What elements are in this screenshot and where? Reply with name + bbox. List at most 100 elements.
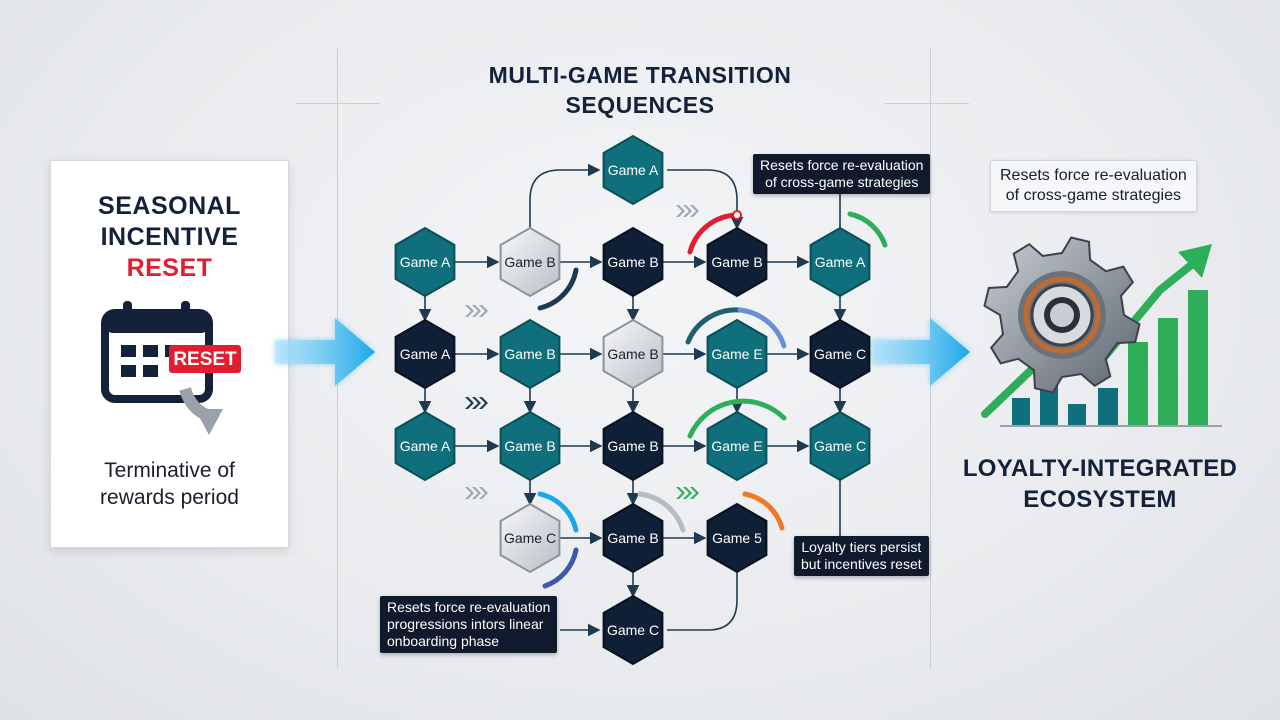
game-node: Game C bbox=[602, 594, 664, 666]
node-label: Game 5 bbox=[712, 530, 762, 546]
entry-arrow bbox=[275, 318, 375, 386]
game-node: Game C bbox=[809, 410, 871, 482]
chevron-icon bbox=[676, 205, 699, 217]
callout-top-line1: Resets force re-evaluation bbox=[760, 157, 924, 173]
node-hexagon bbox=[394, 318, 456, 390]
callout-top-line2: of cross-game strategies bbox=[765, 174, 919, 190]
diagram-title: MULTI-GAME TRANSITION SEQUENCES bbox=[420, 60, 860, 120]
node-hexagon bbox=[499, 502, 561, 574]
arc-navy-b1 bbox=[537, 267, 579, 311]
callout-bottom-left-line1: Resets force re-evaluation bbox=[387, 599, 551, 615]
right-panel-note-line1: Resets force re-evaluation bbox=[1000, 167, 1187, 184]
ecosystem-title: LOYALTY-INTEGRATED ECOSYSTEM bbox=[935, 453, 1265, 515]
game-node: Game B bbox=[602, 502, 664, 574]
arc-green-e2 bbox=[687, 398, 787, 439]
node-hexagon bbox=[809, 226, 871, 298]
gear-icon bbox=[983, 236, 1141, 394]
game-node: Game A bbox=[394, 318, 456, 390]
card-title-line1: SEASONAL bbox=[98, 192, 241, 220]
game-node: Game C bbox=[499, 502, 561, 574]
diagram-title-line1: MULTI-GAME TRANSITION bbox=[488, 62, 792, 88]
chevron-icon bbox=[465, 487, 488, 499]
node-hexagon bbox=[706, 410, 768, 482]
node-label: Game E bbox=[711, 346, 762, 362]
ecosystem-title-line1: LOYALTY-INTEGRATED bbox=[962, 455, 1238, 482]
game-node: Game 5 bbox=[706, 502, 768, 574]
game-node: Game B bbox=[499, 410, 561, 482]
node-label: Game B bbox=[607, 530, 658, 546]
chevron-icon bbox=[465, 397, 488, 409]
arc-silver-b8 bbox=[637, 491, 686, 533]
exit-arrow bbox=[872, 318, 970, 386]
node-label: Game B bbox=[607, 346, 658, 362]
reset-badge: RESET bbox=[173, 349, 237, 370]
node-label: Game B bbox=[607, 438, 658, 454]
callout-bottom-left-line2: progressions intors linear bbox=[387, 616, 544, 632]
node-hexagon bbox=[706, 502, 768, 574]
game-node: Game A bbox=[394, 226, 456, 298]
edge-top-b3 bbox=[667, 169, 744, 230]
arc-green-top bbox=[847, 211, 888, 248]
node-hexagon bbox=[394, 410, 456, 482]
game-node: Game E bbox=[706, 318, 768, 390]
node-hexagon bbox=[602, 318, 664, 390]
card-title: SEASONAL INCENTIVE RESET bbox=[51, 191, 288, 284]
node-label: Game B bbox=[504, 346, 555, 362]
game-node: Game A bbox=[809, 226, 871, 298]
node-hexagon bbox=[499, 410, 561, 482]
game-node: Game B bbox=[602, 226, 664, 298]
seasonal-reset-card: SEASONAL INCENTIVE RESET RESET Terminati… bbox=[50, 160, 289, 548]
arc-cyan-c3 bbox=[537, 491, 579, 533]
game-node: Game A bbox=[602, 134, 664, 206]
node-hexagon bbox=[809, 410, 871, 482]
card-title-line2: INCENTIVE bbox=[100, 223, 239, 251]
node-hexagon bbox=[394, 226, 456, 298]
node-label: Game A bbox=[608, 162, 659, 178]
reset-arc-dot bbox=[732, 210, 742, 220]
game-node: Game E bbox=[706, 410, 768, 482]
card-caption-line1: Terminative of bbox=[104, 459, 235, 482]
arc-indigo-c3 bbox=[542, 547, 579, 589]
card-caption: Terminative of rewards period bbox=[51, 457, 288, 511]
node-hexagon bbox=[706, 318, 768, 390]
node-hexagon bbox=[602, 502, 664, 574]
edge-b1-top bbox=[529, 163, 601, 228]
node-label: Game C bbox=[814, 438, 866, 454]
reset-arrow-icon bbox=[195, 409, 223, 435]
node-label: Game B bbox=[711, 254, 762, 270]
chevron-icon bbox=[676, 487, 699, 499]
node-label: Game E bbox=[711, 438, 762, 454]
game-node: Game A bbox=[394, 410, 456, 482]
edge-c4-s1 bbox=[667, 572, 738, 631]
arc-blue-e1 bbox=[737, 307, 787, 349]
game-node: Game B bbox=[602, 318, 664, 390]
node-hexagon bbox=[499, 318, 561, 390]
node-hexagon bbox=[602, 226, 664, 298]
callout-mid-right: Loyalty tiers persist but incentives res… bbox=[794, 536, 929, 576]
node-label: Game C bbox=[607, 622, 659, 638]
node-label: Game C bbox=[814, 346, 866, 362]
node-hexagon bbox=[602, 134, 664, 206]
node-hexagon bbox=[706, 226, 768, 298]
card-title-line3: RESET bbox=[126, 254, 213, 282]
callout-top: Resets force re-evaluation of cross-game… bbox=[753, 154, 931, 194]
node-label: Game A bbox=[815, 254, 866, 270]
node-hexagon bbox=[809, 318, 871, 390]
node-hexagon bbox=[602, 594, 664, 666]
guide-line-right-h bbox=[885, 103, 969, 104]
game-node: Game C bbox=[809, 318, 871, 390]
game-node: Game B bbox=[499, 318, 561, 390]
node-label: Game C bbox=[504, 530, 556, 546]
game-node: Game B bbox=[706, 226, 768, 298]
callout-bottom-left-line3: onboarding phase bbox=[387, 633, 500, 649]
arc-teal-e1 bbox=[685, 307, 743, 345]
game-node: Game B bbox=[499, 226, 561, 298]
right-panel-note: Resets force re-evaluation of cross-game… bbox=[990, 160, 1197, 212]
chevron-icon bbox=[465, 305, 488, 317]
node-label: Game A bbox=[400, 346, 451, 362]
callout-bottom-left: Resets force re-evaluation progressions … bbox=[380, 596, 558, 653]
node-label: Game B bbox=[504, 254, 555, 270]
reset-arc-red bbox=[687, 212, 740, 255]
guide-line-left-h bbox=[296, 103, 380, 104]
